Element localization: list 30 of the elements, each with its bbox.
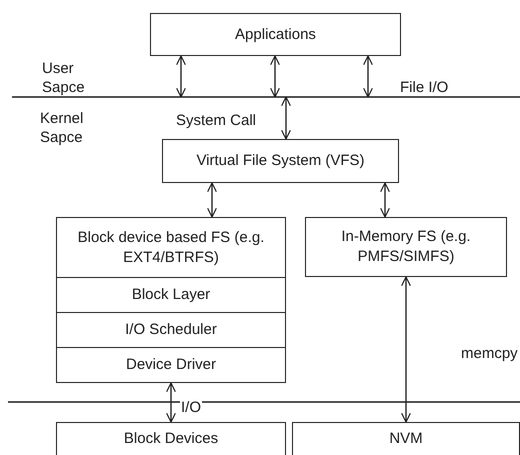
process-box (162, 139, 399, 183)
edge-label: System Call (175, 112, 258, 130)
process-box (150, 13, 401, 56)
process-box (305, 217, 507, 277)
double-arrow (280, 96, 292, 140)
box-label: In-Memory FS (e.g. PMFS/SIMFS) (340, 227, 472, 267)
double-arrow (380, 182, 390, 218)
double-arrow (400, 276, 412, 423)
process-box (56, 277, 286, 313)
layer-label: User Sapce (42, 59, 86, 97)
box-label: Device Driver (126, 355, 216, 375)
process-box (56, 312, 286, 348)
process-box (292, 422, 520, 455)
layer-label: File I/O (400, 78, 450, 97)
box-label: Block device based FS (e.g. EXT4/BTRFS) (76, 228, 266, 268)
double-arrow (362, 55, 374, 98)
double-arrow (206, 182, 218, 218)
box-label: Block Devices (124, 429, 218, 449)
box-label: Applications (235, 24, 316, 44)
double-arrow (270, 55, 280, 98)
process-box (56, 422, 286, 455)
layer-label: Kernel Sapce (40, 109, 84, 147)
double-arrow (176, 55, 186, 98)
process-box (56, 347, 286, 383)
process-box (56, 217, 286, 278)
box-label: NVM (389, 429, 423, 449)
box-label: I/O Scheduler (125, 320, 217, 340)
box-label: Virtual File System (VFS) (196, 151, 365, 171)
box-label: Block Layer (132, 285, 210, 305)
double-arrow (166, 382, 176, 423)
